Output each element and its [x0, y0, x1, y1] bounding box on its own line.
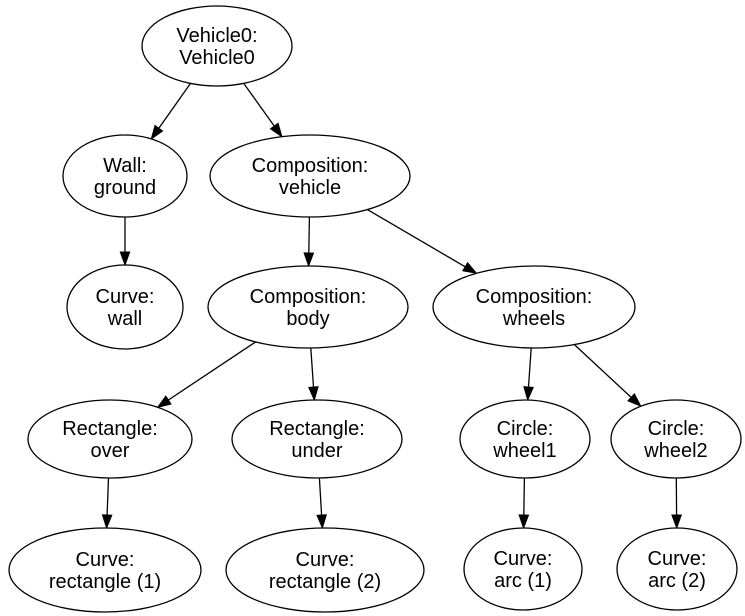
node-label-line2: rectangle (1) — [49, 571, 161, 593]
node-circle-wheel2: Circle:wheel2 — [610, 399, 742, 479]
edge-line — [527, 347, 532, 388]
edge-arrowhead — [269, 122, 283, 138]
node-label-line1: Curve: — [96, 286, 155, 308]
node-wall-ground: Wall:ground — [62, 134, 188, 218]
edge-arrowhead — [308, 386, 319, 402]
node-ellipse — [463, 527, 583, 611]
edge-line — [318, 477, 323, 516]
node-label-line1: Composition: — [250, 286, 367, 308]
node-label-line2: wall — [107, 308, 142, 330]
node-ellipse — [209, 134, 411, 218]
node-ellipse — [141, 5, 293, 87]
edge-arrowhead — [119, 251, 131, 267]
node-ellipse — [8, 527, 202, 613]
edge-composition-vehicle--composition-body — [303, 216, 315, 268]
node-label-line2: under — [291, 440, 342, 462]
node-vehicle0: Vehicle0:Vehicle0 — [141, 5, 293, 87]
edge-line — [310, 347, 315, 388]
node-label-line2: vehicle — [279, 177, 341, 199]
node-rectangle-over: Rectangle:over — [27, 399, 193, 479]
node-label-line2: arc (2) — [648, 570, 706, 592]
edge-line — [106, 477, 110, 516]
node-label-line1: Rectangle: — [269, 418, 365, 440]
edge-circle-wheel1--curve-arc-1 — [518, 477, 530, 530]
node-label-line2: wheel1 — [492, 440, 556, 462]
edge-line — [308, 216, 311, 254]
node-curve-arc-1: Curve:arc (1) — [463, 527, 583, 611]
edge-circle-wheel2--curve-arc-2 — [671, 477, 683, 530]
node-curve-rectangle-2: Curve:rectangle (2) — [225, 527, 425, 613]
edge-arrowhead — [156, 395, 172, 409]
node-ellipse — [616, 527, 738, 611]
node-curve-wall: Curve:wall — [66, 264, 184, 350]
edge-arrowhead — [303, 252, 315, 268]
node-label-line1: Vehicle0: — [176, 25, 257, 47]
node-label-line2: Vehicle0 — [179, 47, 255, 69]
node-ellipse — [610, 399, 742, 479]
node-label-line1: Composition: — [476, 286, 593, 308]
node-circle-wheel1: Circle:wheel1 — [459, 399, 591, 479]
edge-composition-vehicle--composition-wheels — [367, 209, 478, 275]
node-ellipse — [459, 399, 591, 479]
node-label-line2: wheels — [502, 308, 565, 330]
node-ellipse — [225, 527, 425, 613]
node-ellipse — [62, 134, 188, 218]
edge-arrowhead — [523, 386, 534, 402]
node-label-line1: Curve: — [76, 549, 135, 571]
edge-line — [523, 477, 526, 516]
node-rectangle-under: Rectangle:under — [231, 399, 403, 479]
node-label-line1: Composition: — [252, 155, 369, 177]
edge-arrowhead — [150, 124, 164, 141]
node-label-line1: Wall: — [103, 155, 147, 177]
edge-composition-wheels--circle-wheel2 — [573, 344, 642, 408]
node-ellipse — [66, 264, 184, 350]
edge-arrowhead — [316, 514, 327, 530]
edge-vehicle0--composition-vehicle — [243, 83, 283, 138]
node-label-line1: Circle: — [497, 418, 554, 440]
node-label-line1: Curve: — [648, 548, 707, 570]
node-label-line2: ground — [94, 177, 156, 199]
edge-line — [573, 344, 632, 398]
edge-arrowhead — [462, 261, 478, 275]
edge-composition-wheels--circle-wheel1 — [523, 347, 534, 402]
node-label-line2: arc (1) — [494, 570, 552, 592]
edge-composition-body--rectangle-over — [156, 341, 256, 409]
node-composition-body: Composition:body — [207, 265, 409, 349]
node-ellipse — [207, 265, 409, 349]
node-label-line1: Curve: — [296, 549, 355, 571]
node-ellipse — [432, 265, 636, 349]
edge-line — [168, 341, 256, 401]
edge-arrowhead — [671, 514, 683, 530]
edge-rectangle-over--curve-rectangle-1 — [101, 477, 113, 530]
node-curve-rectangle-1: Curve:rectangle (1) — [8, 527, 202, 613]
edge-wall-ground--curve-wall — [119, 217, 131, 267]
node-label-line2: over — [91, 440, 130, 462]
edge-vehicle0--wall-ground — [150, 83, 192, 141]
edge-arrowhead — [101, 514, 113, 530]
node-ellipse — [231, 399, 403, 479]
node-composition-vehicle: Composition:vehicle — [209, 134, 411, 218]
node-ellipse — [27, 399, 193, 479]
node-label-line1: Circle: — [648, 418, 705, 440]
node-label-line2: body — [286, 308, 329, 330]
node-curve-arc-2: Curve:arc (2) — [616, 527, 738, 611]
node-composition-wheels: Composition:wheels — [432, 265, 636, 349]
node-label-line2: wheel2 — [643, 440, 707, 462]
edge-line — [243, 83, 275, 127]
node-label-line1: Rectangle: — [62, 418, 158, 440]
node-label-line2: rectangle (2) — [269, 571, 381, 593]
edge-line — [367, 209, 466, 268]
edge-line — [158, 83, 192, 129]
edge-arrowhead — [518, 514, 530, 530]
edge-composition-body--rectangle-under — [308, 347, 319, 402]
edge-arrowhead — [627, 393, 642, 408]
edge-rectangle-under--curve-rectangle-2 — [316, 477, 327, 530]
node-label-line1: Curve: — [494, 548, 553, 570]
